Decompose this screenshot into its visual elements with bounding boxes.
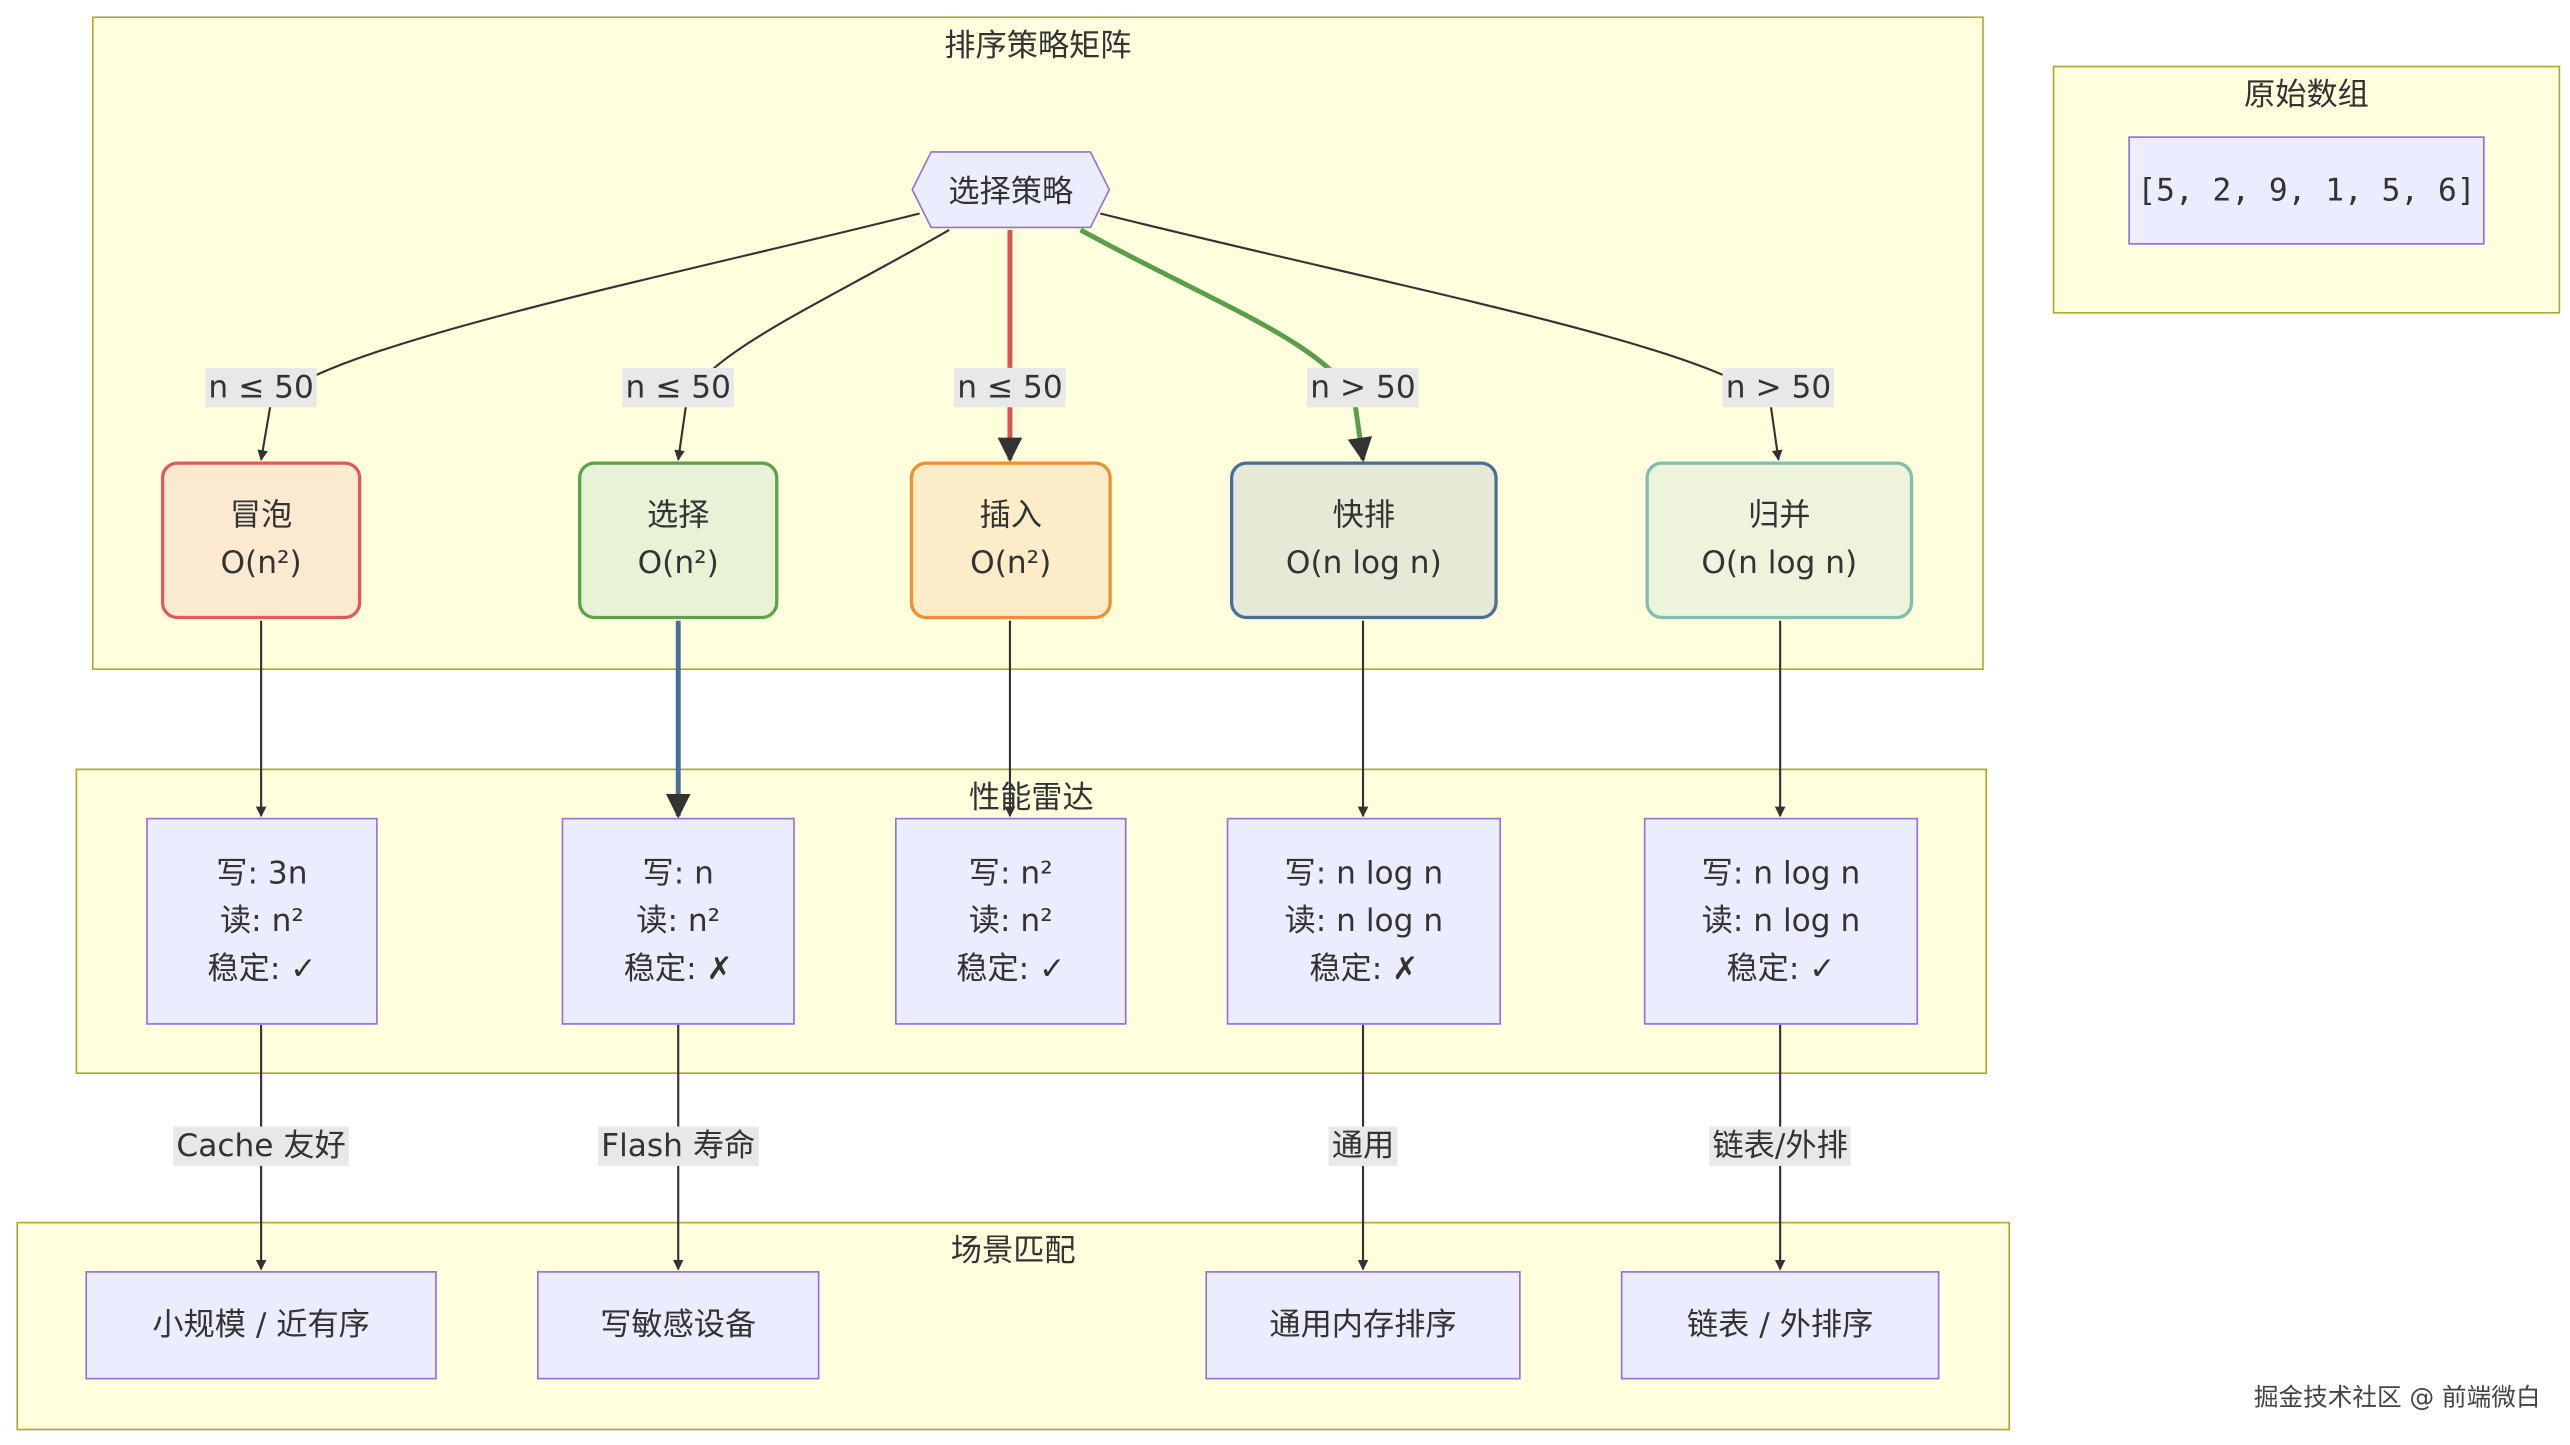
edge-label-general: 通用	[1328, 1126, 1398, 1166]
algo-node-insert: 插入 O(n²)	[909, 461, 1112, 620]
edge-decision-select	[674, 228, 950, 461]
cluster-strategy-title: 排序策略矩阵	[944, 27, 1132, 65]
algo-complexity: O(n log n)	[1285, 545, 1442, 582]
algo-name: 快排	[1332, 497, 1396, 534]
algo-node-select: 选择 O(n²)	[578, 461, 779, 620]
scenario-node-general: 通用内存排序	[1205, 1271, 1521, 1380]
perf-read: 读: n²	[636, 902, 721, 939]
perf-write: 写: n²	[968, 854, 1053, 891]
scenario-label: 小规模 / 近有序	[152, 1306, 370, 1343]
edge-label-insert-condition: n ≤ 50	[953, 367, 1066, 408]
algo-node-bubble: 冒泡 O(n²)	[160, 461, 362, 620]
cluster-performance-title: 性能雷达	[968, 780, 1094, 817]
source-array-node: [5, 2, 9, 1, 5, 6]	[2128, 136, 2485, 245]
algo-name: 选择	[647, 497, 710, 534]
scenario-label: 写敏感设备	[600, 1306, 757, 1343]
perf-stable: 稳定: ✗	[1309, 950, 1419, 987]
perf-read: 读: n log n	[1284, 902, 1444, 939]
algo-node-quick: 快排 O(n log n)	[1230, 461, 1498, 620]
edge-label-select-condition: n ≤ 50	[622, 367, 735, 408]
algo-node-merge: 归并 O(n log n)	[1645, 461, 1914, 620]
perf-node-quick: 写: n log n 读: n log n 稳定: ✗	[1226, 817, 1501, 1025]
perf-node-insert: 写: n² 读: n² 稳定: ✓	[894, 817, 1127, 1025]
perf-write: 写: n	[642, 854, 714, 891]
perf-read: 读: n log n	[1701, 902, 1861, 939]
decision-node: 选择策略	[911, 151, 1111, 229]
algo-complexity: O(n log n)	[1701, 545, 1858, 582]
perf-node-select: 写: n 读: n² 稳定: ✗	[561, 817, 795, 1025]
edge-label-merge-condition: n > 50	[1722, 367, 1835, 408]
algo-name: 插入	[979, 497, 1042, 534]
perf-read: 读: n²	[219, 902, 304, 939]
algo-complexity: O(n²)	[220, 545, 302, 582]
perf-node-bubble: 写: 3n 读: n² 稳定: ✓	[146, 817, 378, 1025]
perf-stable: 稳定: ✗	[623, 950, 733, 987]
perf-stable: 稳定: ✓	[207, 950, 317, 987]
decision-node-label: 选择策略	[948, 174, 1074, 211]
algo-name: 归并	[1748, 497, 1811, 534]
source-array-label: [5, 2, 9, 1, 5, 6]	[2137, 171, 2476, 208]
scenario-node-write-sensitive: 写敏感设备	[536, 1271, 820, 1380]
perf-node-merge: 写: n log n 读: n log n 稳定: ✓	[1643, 817, 1919, 1025]
algo-complexity: O(n²)	[970, 545, 1052, 582]
edge-label-cache: Cache 友好	[173, 1126, 350, 1166]
edge-decision-merge	[1100, 212, 1783, 461]
cluster-source-title: 原始数组	[2244, 77, 2369, 114]
scenario-node-small: 小规模 / 近有序	[85, 1271, 437, 1380]
watermark: 掘金技术社区 @ 前端微白	[2253, 1382, 2541, 1413]
edge-label-linked: 链表/外排	[1709, 1126, 1852, 1166]
edge-decision-quick	[1079, 227, 1373, 463]
perf-read: 读: n²	[968, 902, 1053, 939]
perf-stable: 稳定: ✓	[1726, 950, 1836, 987]
edge-label-quick-condition: n > 50	[1307, 367, 1420, 408]
cluster-scenario-title: 场景匹配	[950, 1233, 1076, 1270]
perf-write: 写: n log n	[1284, 854, 1444, 891]
edge-label-flash: Flash 寿命	[597, 1126, 759, 1166]
decision-hexagon-shape	[911, 151, 1111, 229]
perf-stable: 稳定: ✓	[956, 950, 1066, 987]
scenario-label: 通用内存排序	[1269, 1306, 1457, 1343]
scenario-node-linked: 链表 / 外排序	[1620, 1271, 1940, 1380]
algo-complexity: O(n²)	[637, 545, 719, 582]
algo-name: 冒泡	[229, 497, 293, 534]
edge-decision-bubble	[257, 212, 920, 461]
perf-write: 写: 3n	[216, 854, 308, 891]
perf-write: 写: n log n	[1701, 854, 1861, 891]
scenario-label: 链表 / 外排序	[1686, 1306, 1874, 1343]
edge-label-bubble-condition: n ≤ 50	[205, 367, 318, 408]
